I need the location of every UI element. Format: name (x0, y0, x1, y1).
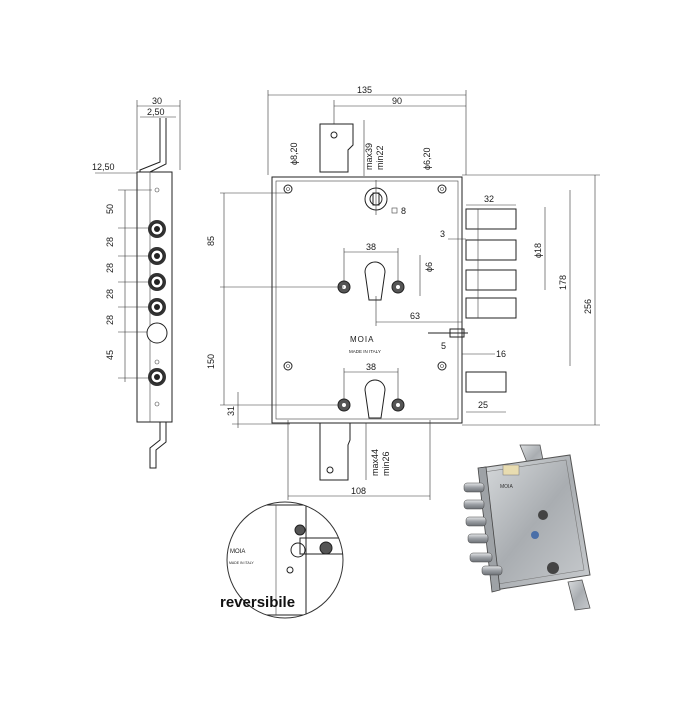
dim-hole-6: ϕ6 (424, 262, 434, 272)
top-bracket (319, 123, 354, 173)
inset-made-in: MADE IN ITALY (229, 561, 254, 565)
bolt-heads (146, 220, 168, 386)
dim-h178: 178 (558, 275, 568, 290)
dim-min22: min22 (375, 145, 385, 170)
bottom-bracket (319, 422, 351, 481)
side-view: 30 2,50 12,50 50 28 28 28 28 45 (92, 96, 181, 469)
dim-square-8: 8 (401, 206, 406, 216)
dim-seg4: 28 (105, 289, 115, 299)
dim-offset: 12,50 (92, 162, 115, 172)
dim-bolt-diam: ϕ18 (533, 243, 543, 258)
dim-top-inner: 2,50 (147, 107, 165, 117)
reversible-inset: MOIA MADE IN ITALY reversibile (220, 501, 344, 619)
dim-width-total: 135 (357, 85, 372, 95)
dim-latch-5: 5 (441, 341, 446, 351)
cylinder-cutout-top (364, 261, 386, 301)
dim-cyl-spacing-bottom: 38 (366, 362, 376, 372)
inset-brand: MOIA (230, 549, 245, 555)
dim-bolt-3: 3 (440, 229, 445, 239)
dim-seg3: 28 (105, 263, 115, 273)
case-brand: MOIA (350, 335, 374, 344)
dim-h150: 150 (206, 354, 216, 369)
side-bolts (465, 208, 517, 393)
dim-hole-820: ϕ8,20 (289, 142, 299, 165)
dim-h31: 31 (226, 406, 236, 416)
dim-max44: max44 (370, 449, 380, 476)
dim-bolt-len: 32 (484, 194, 494, 204)
dim-backset: 63 (410, 311, 420, 321)
dim-seg5: 28 (105, 315, 115, 325)
photo-label: MOIA (500, 484, 513, 490)
dim-h256: 256 (583, 299, 593, 314)
dim-seg6: 45 (105, 350, 115, 360)
dim-hole-620: ϕ6,20 (422, 147, 432, 170)
dim-latch-16: 16 (496, 349, 506, 359)
front-view: 135 90 ϕ8,20 max39 min22 ϕ6,20 8 38 (206, 85, 600, 500)
lock-case (271, 176, 463, 424)
dim-seg2: 28 (105, 237, 115, 247)
dim-h85: 85 (206, 236, 216, 246)
dim-bolt-25: 25 (478, 400, 488, 410)
photo-bolts (463, 482, 503, 576)
dim-bottom-108: 108 (351, 486, 366, 496)
dim-min26: min26 (381, 451, 391, 476)
case-made-in: MADE IN ITALY (349, 349, 381, 354)
dim-cyl-spacing-top: 38 (366, 242, 376, 252)
dim-top-width: 30 (152, 96, 162, 106)
dim-max39: max39 (364, 143, 374, 170)
reversibile-caption: reversibile (220, 594, 295, 611)
cylinder-cutout-bottom (364, 379, 386, 419)
dim-seg1: 50 (105, 204, 115, 214)
lock-product-photo: MOIA (463, 444, 591, 611)
dim-width-90: 90 (392, 96, 402, 106)
